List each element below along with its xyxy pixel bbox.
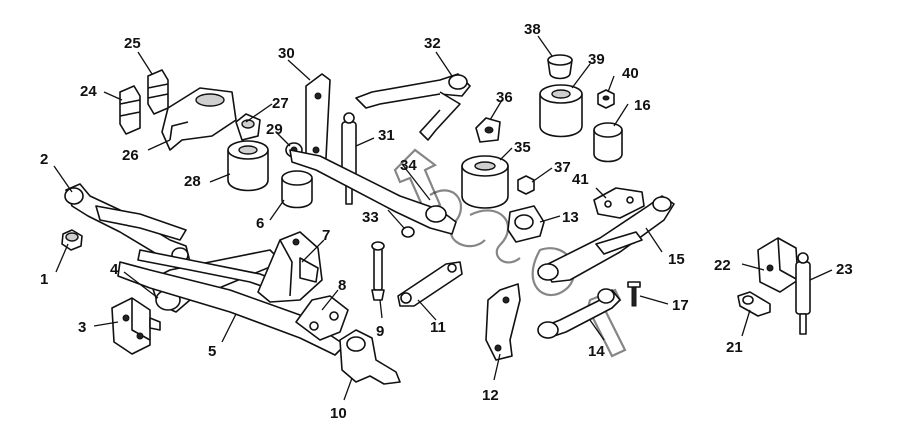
- callout-26: 26: [122, 147, 139, 164]
- part-9-tie-rod-end: [371, 241, 385, 301]
- part-24-clamp: [119, 85, 141, 135]
- callout-15: 15: [668, 251, 685, 268]
- callout-29: 29: [266, 121, 283, 138]
- part-35-spring-isolator: [461, 155, 509, 209]
- leader-lines: [53, 35, 833, 401]
- callout-33: 33: [362, 209, 379, 226]
- callout-32: 32: [424, 35, 441, 52]
- callout-31: 31: [378, 127, 395, 144]
- part-28-spring-isolator: [227, 140, 269, 192]
- callout-labels: 1 2 3 4 5 6 7 8 9 10 11 12 13 14 15 16 1…: [40, 21, 853, 422]
- part-11-pitman-arm: [397, 261, 463, 307]
- part-21-pin: [737, 291, 771, 317]
- callout-38: 38: [524, 21, 541, 38]
- callout-6: 6: [256, 215, 264, 232]
- callout-11: 11: [430, 319, 446, 336]
- part-27-bushing: [235, 113, 261, 141]
- callout-34: 34: [400, 157, 417, 174]
- callout-8: 8: [338, 277, 346, 294]
- callout-4: 4: [110, 261, 119, 278]
- callout-30: 30: [278, 45, 295, 62]
- callout-24: 24: [80, 83, 97, 100]
- part-2-control-arm: [64, 183, 191, 269]
- callout-14: 14: [588, 343, 605, 360]
- callout-21: 21: [726, 339, 743, 356]
- part-1-bushing: [61, 229, 83, 251]
- callout-1: 1: [40, 271, 48, 288]
- part-8-lower-plate: [295, 295, 349, 341]
- part-33-34-track-bar: [289, 149, 457, 238]
- part-6-bump-stop: [281, 170, 313, 209]
- callout-27: 27: [272, 95, 289, 112]
- callout-3: 3: [78, 319, 86, 336]
- callout-7: 7: [322, 227, 330, 244]
- part-32-upper-arm: [355, 73, 471, 141]
- callout-37: 37: [554, 159, 571, 176]
- part-17-bolt: [627, 281, 641, 307]
- part-38-cup: [547, 54, 573, 80]
- callout-39: 39: [588, 51, 605, 68]
- part-36-bump-stop: [475, 117, 501, 143]
- callout-5: 5: [208, 343, 216, 360]
- callout-36: 36: [496, 89, 513, 106]
- part-40-nut: [597, 89, 615, 109]
- callout-41: 41: [572, 171, 589, 188]
- part-12-shackle-bracket: [485, 283, 521, 361]
- callout-35: 35: [514, 139, 531, 156]
- callout-25: 25: [124, 35, 141, 52]
- part-16-rubber-bushing: [593, 122, 623, 163]
- callout-28: 28: [184, 173, 201, 190]
- part-39-spring-pad: [539, 84, 583, 138]
- part-10-steering-knuckle: [339, 329, 401, 385]
- callout-40: 40: [622, 65, 639, 82]
- callout-13: 13: [562, 209, 579, 226]
- part-7-spring-bracket: [257, 231, 323, 303]
- part-4-5-axle-beam: [117, 249, 346, 356]
- callout-9: 9: [376, 323, 384, 340]
- part-22-shock-mount: [757, 237, 799, 293]
- part-30-vertical-bracket: [305, 73, 331, 167]
- part-26-spring-seat: [161, 87, 237, 151]
- part-14-rear-link: [537, 288, 621, 339]
- callout-22: 22: [714, 257, 731, 274]
- part-23-shock-absorber: [795, 252, 811, 335]
- callout-16: 16: [634, 97, 651, 114]
- part-3-mount-bracket: [111, 297, 161, 355]
- part-15-rear-arm: [537, 195, 675, 283]
- callout-10: 10: [330, 405, 347, 422]
- callout-2: 2: [40, 151, 48, 168]
- part-13-bushing-block: [507, 205, 545, 243]
- callout-23: 23: [836, 261, 853, 278]
- part-25-clamp: [147, 69, 169, 115]
- callout-12: 12: [482, 387, 499, 404]
- part-41-plate: [593, 187, 645, 219]
- part-37-nut: [517, 175, 535, 195]
- watermark-logo: [393, 148, 627, 358]
- callout-17: 17: [672, 297, 689, 314]
